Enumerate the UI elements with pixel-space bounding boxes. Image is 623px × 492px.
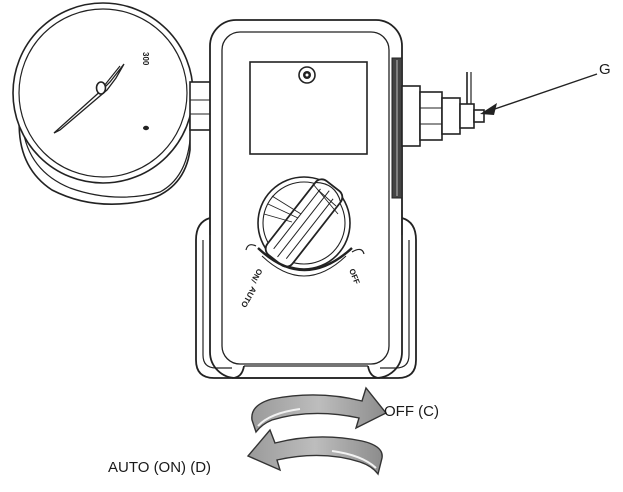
auto-label: AUTO (ON) (D) [108,459,211,476]
knob-scale-arc [257,247,353,272]
gauge-connector [189,81,213,131]
gauge-needle-tail [103,65,121,87]
control-knob[interactable] [245,176,365,277]
switch-inner-border [221,31,390,365]
unloader-valve [459,72,485,129]
callout-g: G [480,61,611,115]
pressure-fitting [401,72,485,147]
cover-screw-icon [298,66,316,84]
callout-g-label: G [599,61,611,78]
auto-rotation-arrow [246,428,383,476]
bracket-left [195,217,245,379]
gauge-dot [143,125,149,131]
switch-cover-plate [249,61,368,155]
gauge-inner-ring [18,8,188,178]
gauge-dial-marking: 300 [141,52,150,66]
bracket-right [367,217,417,379]
gauge-housing-band [21,121,191,198]
knob-marking-divider: / [249,278,258,285]
off-rotation-arrow [251,386,388,434]
gauge-needle-hub [95,81,107,95]
pressure-gauge: 300 [12,2,194,206]
callout-g-leader [485,73,598,113]
off-label: OFF (C) [384,403,439,420]
callout-g-arrowhead [480,103,497,115]
